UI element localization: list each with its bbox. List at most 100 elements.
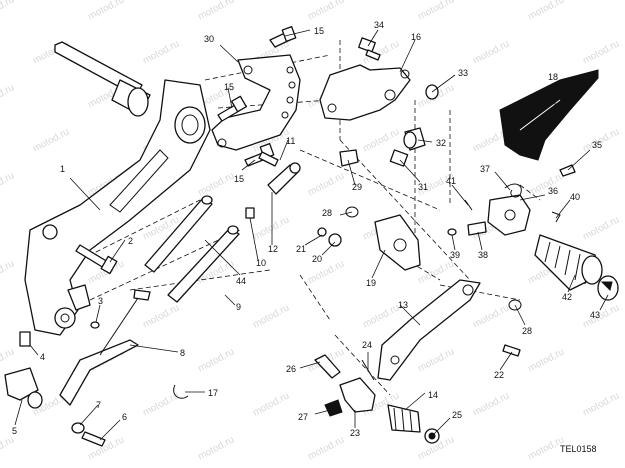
watermark-text: motod.ru — [416, 0, 456, 23]
callout-label: 15 — [224, 82, 234, 92]
part-shift-link-8 — [59, 289, 151, 406]
watermark-text: motod.ru — [196, 0, 236, 23]
part-joint-5 — [4, 367, 43, 409]
part-peg-14 — [387, 404, 421, 433]
callout-label: 15 — [314, 26, 324, 36]
part-clip-40 — [551, 211, 561, 223]
part-rod-9 — [167, 225, 240, 303]
drawing-code: TEL0158 — [560, 444, 597, 454]
watermark-text: motod.ru — [0, 346, 16, 374]
part-circlip-28-b — [508, 299, 522, 311]
watermark-text: motod.ru — [0, 82, 16, 110]
watermark-text: motod.ru — [306, 0, 346, 23]
callout-label: 2 — [128, 236, 133, 246]
callout-label: 40 — [570, 192, 580, 202]
callout-label: 30 — [204, 34, 214, 44]
callout-labels: 1234567891011121314151515161718192021222… — [12, 20, 602, 438]
watermark-text: motod.ru — [471, 302, 511, 330]
callout-label: 25 — [452, 410, 462, 420]
watermark-text: motod.ru — [31, 126, 71, 154]
part-heel-guard-18 — [499, 69, 599, 161]
part-foot-peg-42 — [534, 234, 603, 291]
callout-label: 1 — [60, 164, 65, 174]
callout-label: 15 — [234, 174, 244, 184]
part-spacer-32 — [403, 127, 426, 151]
callout-label: 19 — [366, 278, 376, 288]
part-nut-21 — [317, 227, 327, 237]
callout-label: 26 — [286, 364, 296, 374]
callout-label: 33 — [458, 68, 468, 78]
watermark-text: motod.ru — [581, 390, 621, 418]
callout-label: 3 — [98, 296, 103, 306]
watermark-text: motod.ru — [196, 434, 236, 462]
part-small-3 — [90, 321, 100, 329]
watermark-text: motod.ru — [0, 434, 16, 462]
watermark-text: motod.ru — [0, 0, 16, 23]
callout-label: 17 — [208, 388, 218, 398]
part-small-39 — [447, 228, 457, 236]
callout-label: 12 — [268, 244, 278, 254]
part-pin-41 — [464, 199, 473, 211]
watermark-text: motod.ru — [581, 38, 621, 66]
callout-label: 29 — [352, 182, 362, 192]
callout-label: 16 — [411, 32, 421, 42]
watermark-text: motod.ru — [251, 214, 291, 242]
part-clip-29 — [339, 149, 359, 167]
part-linkage-12 — [267, 162, 301, 195]
watermark-text: motod.ru — [526, 0, 566, 23]
callout-label: 21 — [296, 244, 306, 254]
part-end-26 — [314, 354, 341, 379]
watermark-text: motod.ru — [361, 302, 401, 330]
watermark-text: motod.ru — [471, 38, 511, 66]
watermark-text: motod.ru — [416, 346, 456, 374]
watermark-text: motod.ru — [196, 346, 236, 374]
part-clevis-23 — [339, 377, 376, 413]
callout-label: 35 — [592, 140, 602, 150]
part-nut-10 — [245, 207, 255, 219]
callout-label: 39 — [450, 250, 460, 260]
callout-label: 44 — [236, 276, 246, 286]
part-washer-7 — [71, 422, 85, 434]
callout-label: 34 — [374, 20, 384, 30]
callout-label: 4 — [40, 352, 45, 362]
callout-label: 11 — [286, 136, 295, 146]
part-bolt-11 — [258, 151, 279, 167]
part-circlip-28-a — [345, 206, 359, 218]
callout-label: 8 — [180, 348, 185, 358]
callout-label: 7 — [96, 400, 101, 410]
callout-label: 9 — [236, 302, 241, 312]
part-lever-13 — [377, 279, 481, 381]
leader-lines — [14, 29, 609, 441]
callout-label: 27 — [298, 412, 308, 422]
part-plate-30 — [211, 54, 301, 151]
part-lever-mount-19 — [374, 214, 421, 271]
watermark-text: motod.ru — [581, 302, 621, 330]
callout-label: 23 — [350, 428, 360, 438]
callout-label: 41 — [446, 176, 456, 186]
callout-label: 6 — [122, 412, 127, 422]
watermark-text: motod.ru — [306, 434, 346, 462]
watermark-text: motod.ru — [0, 258, 16, 286]
watermark-text: motod.ru — [526, 346, 566, 374]
part-screw-35 — [559, 164, 576, 177]
callout-label: 22 — [494, 370, 504, 380]
callout-label: 13 — [398, 300, 408, 310]
part-bolt-2 — [75, 244, 118, 275]
part-rod-44 — [144, 195, 213, 273]
part-bracket-16 — [319, 64, 411, 121]
callout-label: 31 — [418, 182, 428, 192]
callout-label: 32 — [436, 138, 446, 148]
callout-label: 14 — [428, 390, 438, 400]
watermark-text: motod.ru — [141, 302, 181, 330]
watermark-text: motod.ru — [86, 0, 126, 23]
callout-label: 20 — [312, 254, 322, 264]
callout-label: 36 — [548, 186, 558, 196]
watermark-text: motod.ru — [471, 390, 511, 418]
watermark-text: motod.ru — [196, 170, 236, 198]
part-bolt-4 — [19, 331, 31, 347]
part-main-bracket — [24, 41, 211, 336]
part-spring-27 — [324, 399, 343, 417]
part-bolt-15-b — [217, 95, 247, 122]
watermark-text: motod.ru — [306, 170, 346, 198]
